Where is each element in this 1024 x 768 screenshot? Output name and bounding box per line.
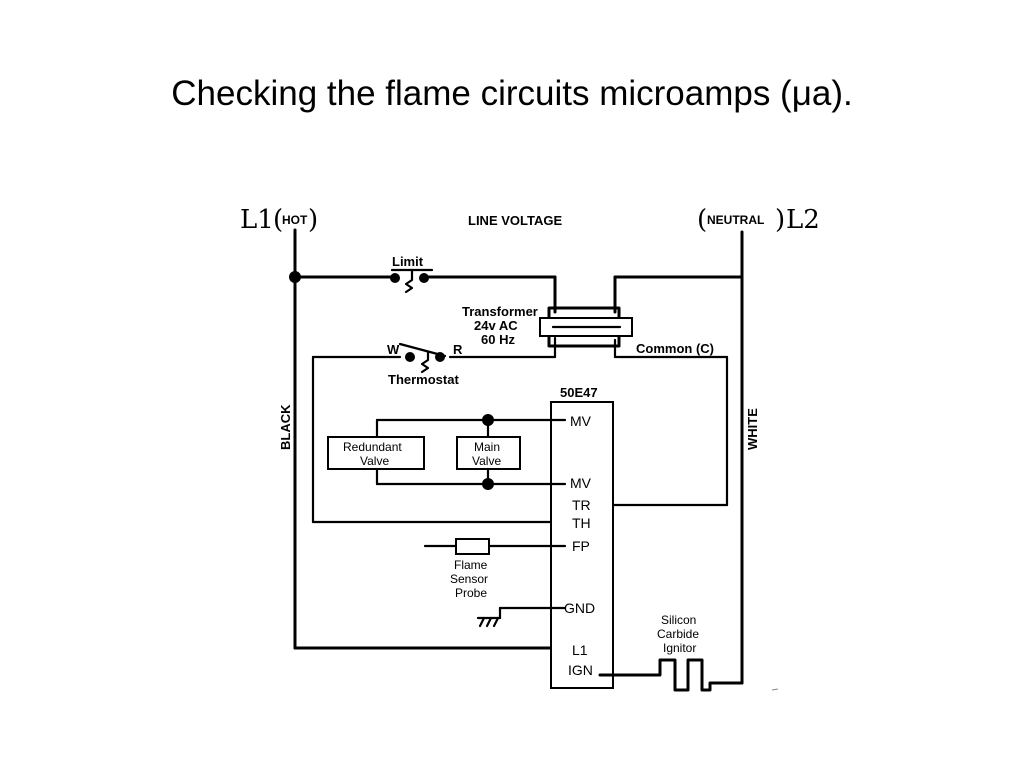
flame-sensor-label-1: Flame (454, 558, 488, 572)
redundant-valve-label-2: Valve (360, 454, 389, 468)
hot-rail (289, 228, 567, 650)
l1-close-paren: ) (308, 205, 318, 235)
l2-label: L2 (786, 205, 820, 235)
valve-circuit (375, 414, 567, 490)
stray-mark (771, 688, 779, 691)
ground-symbol (476, 606, 567, 628)
l1-open-paren: ( (273, 205, 283, 235)
ignitor-label-2: Carbide (657, 627, 699, 641)
pin-gnd: GND (564, 600, 595, 616)
white-wire-label: WHITE (745, 408, 760, 450)
main-valve-label-2: Valve (472, 454, 501, 468)
ignitor-label-1: Silicon (661, 613, 696, 627)
transformer: Transformer 24v AC 60 Hz (462, 304, 633, 348)
black-wire-label: BLACK (278, 404, 293, 450)
neutral-rail (613, 230, 744, 685)
thermostat: W R Thermostat (387, 342, 463, 387)
l1-label: L1 (240, 205, 274, 235)
main-valve-label-1: Main (474, 440, 500, 454)
flame-sensor-label-3: Probe (455, 586, 487, 600)
l1-hot-label: L1 ( HOT ) (240, 205, 318, 235)
redundant-valve: Redundant Valve (327, 436, 425, 470)
l2-neutral-label: ( NEUTRAL ) L2 (697, 205, 820, 235)
thermostat-r-label: R (453, 342, 463, 357)
l2-close-paren: ) (775, 205, 785, 235)
redundant-valve-label-1: Redundant (343, 440, 402, 454)
silicon-carbide-ignitor: Silicon Carbide Ignitor (598, 613, 744, 692)
pin-fp: FP (572, 538, 590, 554)
transformer-label-2: 24v AC (474, 318, 518, 333)
ignitor-label-3: Ignitor (663, 641, 696, 655)
transformer-label-1: Transformer (462, 304, 538, 319)
main-valve: Main Valve (456, 436, 521, 470)
slide-title: Checking the flame circuits microamps (μ… (171, 74, 853, 113)
module-label: 50E47 (560, 385, 598, 400)
common-circuit: Common (C) (598, 338, 729, 507)
thermostat-label: Thermostat (388, 372, 459, 387)
pin-l1: L1 (572, 642, 588, 658)
th-circuit (311, 336, 567, 524)
flame-sensor-label-2: Sensor (450, 572, 488, 586)
limit-label: Limit (392, 254, 424, 269)
flame-sensor-probe: Flame Sensor Probe (423, 538, 567, 600)
transformer-label-3: 60 Hz (481, 332, 515, 347)
pin-tr: TR (572, 497, 591, 513)
common-label: Common (C) (636, 341, 714, 356)
control-module: 50E47 MV MV TR TH FP GND L1 IGN (550, 385, 614, 689)
pin-th: TH (572, 515, 591, 531)
l2-open-paren: ( (697, 205, 707, 235)
limit-switch: Limit (390, 254, 434, 294)
hot-label: HOT (282, 213, 308, 227)
pin-mv-1: MV (570, 413, 592, 429)
neutral-label: NEUTRAL (707, 213, 764, 227)
pin-ign: IGN (568, 662, 593, 678)
thermostat-w-label: W (387, 342, 400, 357)
pin-mv-2: MV (570, 475, 592, 491)
line-voltage-label: LINE VOLTAGE (468, 213, 562, 228)
